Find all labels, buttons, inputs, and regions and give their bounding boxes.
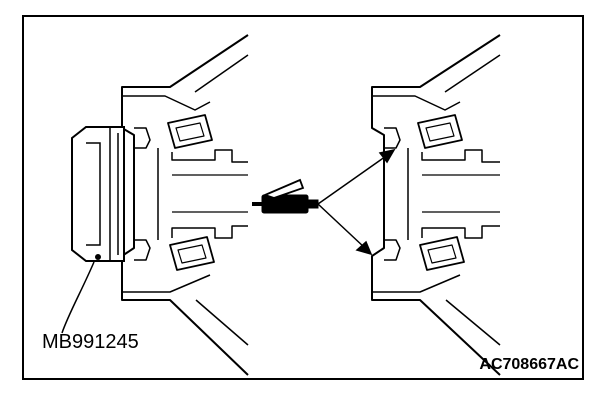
grease-arrows [317,148,396,256]
right-upper-seal [384,127,401,149]
arrow-upper-head [378,148,396,164]
right-shaft-center [422,174,500,213]
left-flange-top [122,95,211,111]
left-housing-inner-bottom [195,299,249,346]
grease-gun-nozzle [307,199,319,209]
tool-reference-dot [95,254,101,260]
right-housing-outline [371,34,501,376]
left-upper-bearing-outer [167,114,213,149]
arrow-upper-line [317,153,390,205]
left-lower-bearing-race [171,225,248,239]
right-upper-bearing-roller [425,122,455,142]
right-housing-assembly [371,34,501,376]
left-upper-bearing-race [171,149,248,163]
tool-leader-line [61,261,95,334]
right-housing-inner-top [444,54,501,93]
left-lower-bearing-outer [169,236,215,271]
grease-gun-icon [252,178,319,214]
right-lower-seal [384,239,401,261]
tool-part-number-label: MB991245 [42,331,139,353]
right-upper-bearing-race [421,149,500,163]
left-lower-seal [134,239,151,261]
left-upper-seal [134,127,151,149]
right-lower-bearing-race [421,225,500,239]
grease-gun-barrel [261,194,309,214]
left-flange-bottom [122,274,211,293]
left-upper-bearing-roller [175,122,205,142]
left-shaft-center [172,174,248,213]
tool-flange [109,127,119,261]
right-flange-top [372,95,461,111]
figure-id-label: AC708667AC [479,356,579,373]
grease-gun-handle [262,178,305,199]
tool-mb991245 [71,126,125,262]
right-upper-bearing-outer [417,114,463,149]
left-housing-outline [121,34,249,376]
right-lower-bearing-outer [419,236,465,271]
arrow-lower-head [355,240,373,256]
tool-body [71,126,125,262]
left-lower-bearing-roller [177,244,207,264]
right-housing-inner-bottom [445,299,501,346]
arrow-lower-line [317,203,366,249]
right-lower-bearing-roller [427,244,457,264]
tool-inner-recess [86,142,101,246]
left-housing-assembly [121,34,249,376]
right-flange-bottom [372,274,461,293]
left-housing-inner-top [194,54,249,93]
